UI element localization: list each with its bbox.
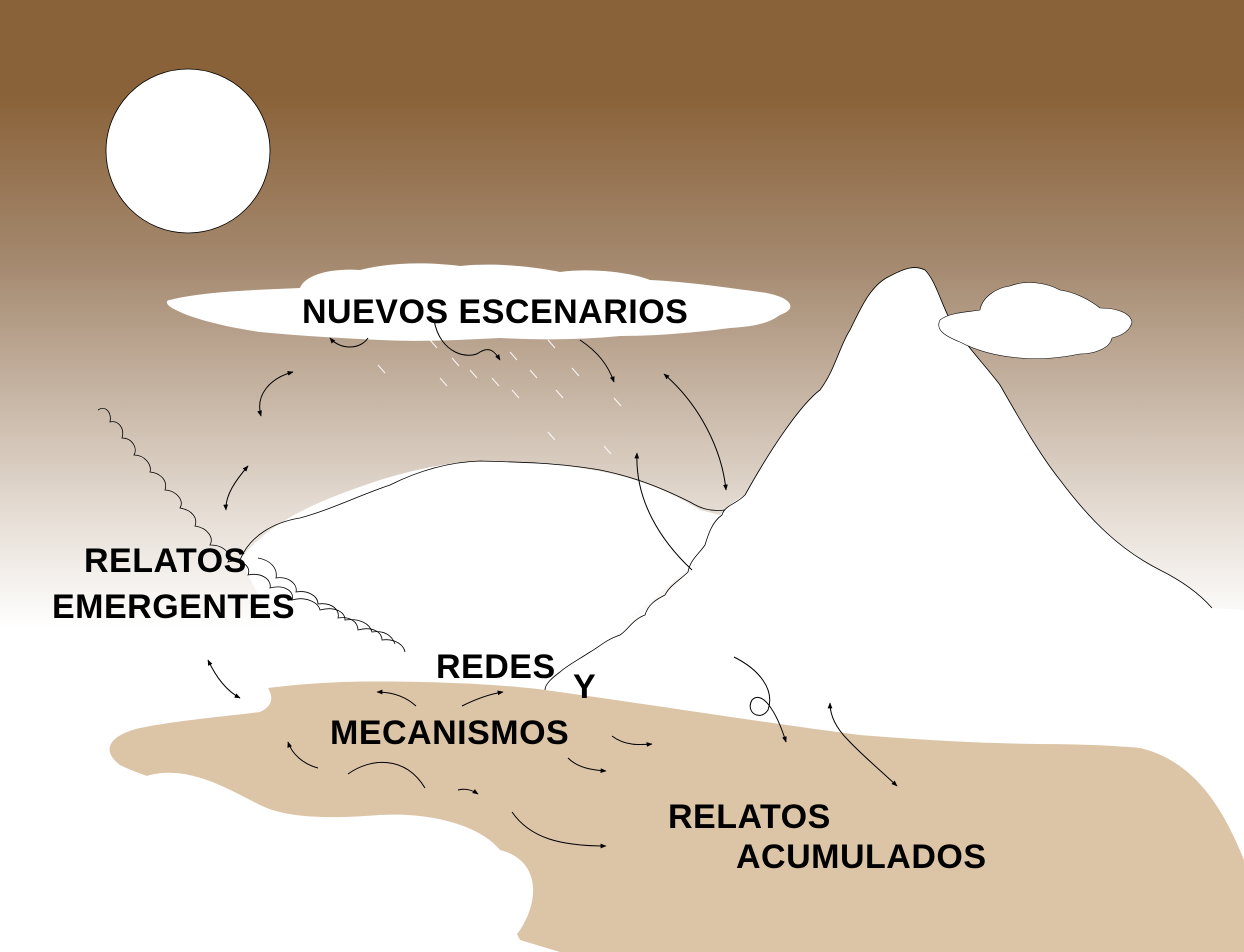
label-relatos-acumulados-line2: ACUMULADOS [736, 838, 987, 876]
label-nuevos-escenarios: NUEVOS ESCENARIOS [302, 293, 688, 331]
arrow-mec-right [611, 735, 653, 747]
hill-outline [239, 460, 726, 561]
arrow-bottom [511, 811, 607, 849]
left-coastline-lower [257, 557, 406, 653]
left-coastline [97, 407, 396, 645]
arrow-mountain-cloud-double [663, 373, 728, 491]
label-y: Y [573, 668, 596, 706]
cloud-bottom-left [0, 772, 534, 952]
mountain [545, 267, 1244, 760]
land-region [109, 680, 1244, 952]
arrow-mec-low [567, 757, 607, 774]
arrow-left-coast-double [223, 465, 249, 511]
middle-hills [240, 460, 720, 690]
arrow-left-up [287, 741, 319, 769]
label-relatos-emergentes-line1: RELATOS [84, 542, 247, 580]
flow-arrows [207, 319, 898, 849]
arrow-loop-right [733, 656, 787, 743]
arrow-rain-curl [433, 319, 501, 361]
arrow-cloud-right [579, 339, 615, 383]
label-relatos-emergentes-line2: EMERGENTES [52, 588, 295, 626]
mountain-wavy-edge [544, 494, 746, 691]
label-mecanismos: MECANISMOS [330, 714, 569, 752]
label-relatos-acumulados-line1: RELATOS [668, 798, 831, 836]
arrow-cloud-loop [329, 337, 369, 348]
arrow-redes-right [461, 690, 504, 707]
mountain-outline [744, 267, 1213, 609]
arrow-up-right [827, 702, 898, 787]
sun [105, 68, 271, 234]
arrow-mountain-up [634, 452, 693, 571]
arrow-redes-left [376, 689, 417, 707]
arrow-cloud-left-double [257, 371, 294, 417]
rain-streaks [377, 339, 622, 455]
cloud-top [166, 263, 791, 341]
cloud-right [938, 282, 1133, 360]
arrow-left-down [207, 659, 241, 699]
arrow-small [457, 788, 479, 795]
label-redes: REDES [436, 648, 556, 686]
arrow-bump [347, 761, 426, 789]
